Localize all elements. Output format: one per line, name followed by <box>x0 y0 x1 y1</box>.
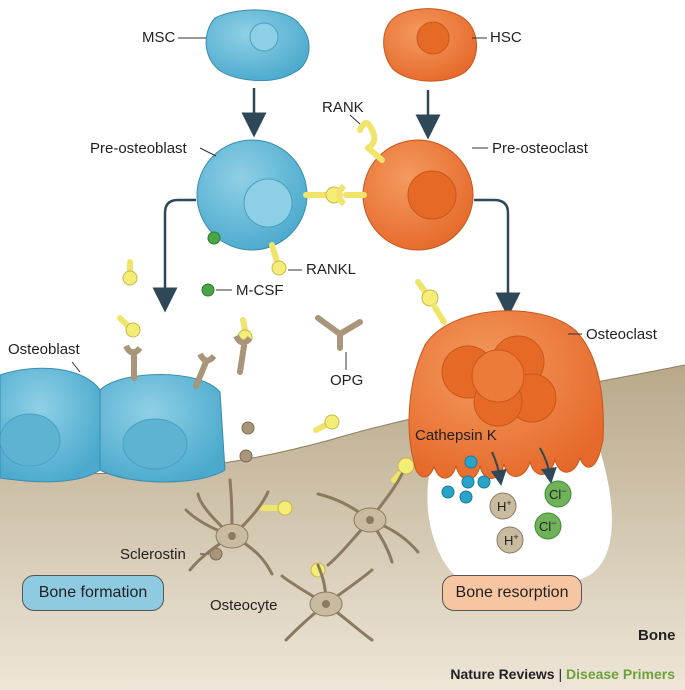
preosteoclast-to-osteoclast-arrow <box>474 198 521 318</box>
cathepsin-k-molecules <box>441 455 491 504</box>
osteocyte-bodies <box>215 507 387 617</box>
sclerostin-molecules <box>200 421 255 561</box>
journal-credit: Nature Reviews | Disease Primers <box>450 666 675 682</box>
rankl-rank-binding <box>303 183 367 207</box>
pre-osteoblast-nucleus <box>243 178 293 228</box>
free-rankl-molecules <box>117 259 447 578</box>
preosteoblast-to-osteoblast-arrow <box>152 198 196 313</box>
hsc-cell <box>383 8 487 82</box>
sclerostin-label: Sclerostin <box>120 546 186 563</box>
pre-osteoclast-cell <box>362 139 488 251</box>
credit-separator: | <box>558 666 563 682</box>
osteoblast-surface-receptors <box>123 334 253 389</box>
osteoblast-cells <box>0 361 226 483</box>
rank-receptor <box>349 114 385 163</box>
svg-text:H+: H+ <box>504 532 519 548</box>
hsc-label: HSC <box>490 29 522 46</box>
pre-osteoblast-cell <box>196 139 308 251</box>
osteoblast-label: Osteoblast <box>8 341 80 358</box>
ion-arrow-1 <box>490 451 507 486</box>
bone-label: Bone <box>638 627 676 644</box>
osteocyte-label: Osteocyte <box>210 597 278 614</box>
hsc-nucleus <box>416 21 450 55</box>
rankl-label: RANKL <box>306 261 357 278</box>
proton-ion-2: H+ <box>496 526 524 554</box>
pre-osteoclast-nucleus <box>407 170 457 220</box>
m-csf-on-cell <box>207 231 221 245</box>
m-csf-molecule <box>201 283 215 297</box>
m-csf-label: M-CSF <box>236 282 284 299</box>
chloride-ion-2: Cl− <box>534 512 562 540</box>
msc-cell <box>178 9 310 82</box>
chloride-ion-1: Cl− <box>544 480 572 508</box>
proton-ion-1: H+ <box>489 492 517 520</box>
osteoclast-label: Osteoclast <box>586 326 657 343</box>
journal-name: Nature Reviews <box>450 666 555 682</box>
rank-label: RANK <box>322 99 364 116</box>
pre-osteoclast-label: Pre-osteoclast <box>492 140 588 157</box>
ion-arrow-2 <box>539 447 557 484</box>
svg-text:Cl−: Cl− <box>539 518 557 534</box>
bone-resorption-box: Bone resorption <box>442 575 582 611</box>
bone-formation-box: Bone formation <box>22 575 164 611</box>
osteoclast-cell <box>408 310 604 480</box>
osteoblast-nucleus <box>122 418 188 470</box>
series-name: Disease Primers <box>566 666 675 682</box>
opg-molecule <box>315 315 363 370</box>
msc-nucleus <box>249 22 279 52</box>
pre-osteoblast-label: Pre-osteoblast <box>90 140 187 157</box>
rankl-ligand <box>269 242 302 276</box>
msc-label: MSC <box>142 29 176 46</box>
svg-text:Cl−: Cl− <box>549 486 567 502</box>
opg-label: OPG <box>330 372 364 389</box>
cathepsin-k-label: Cathepsin K <box>415 427 497 444</box>
svg-text:H+: H+ <box>497 498 512 514</box>
